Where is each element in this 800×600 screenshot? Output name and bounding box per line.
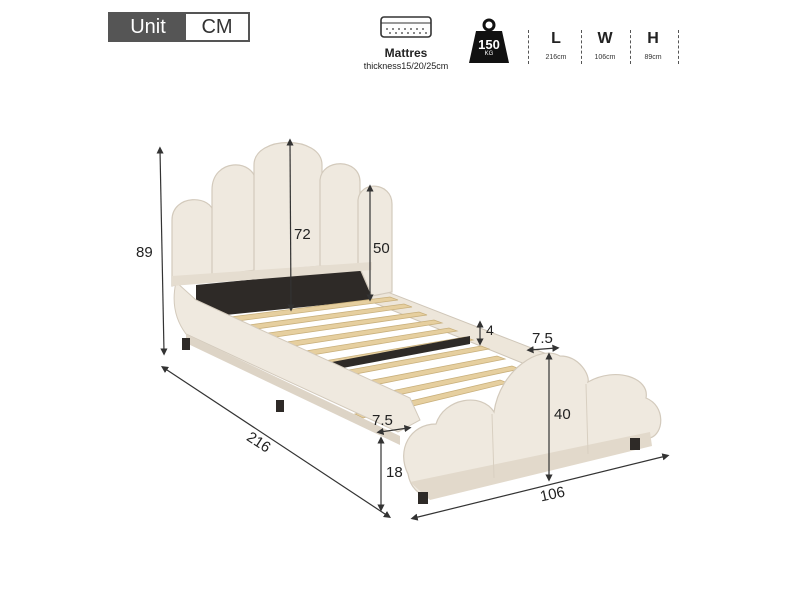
separator bbox=[630, 30, 631, 64]
weight-unit: KG bbox=[484, 51, 494, 57]
dimension-height: H 89cm bbox=[630, 30, 676, 61]
dimension-value: 106cm bbox=[594, 54, 616, 61]
dimension-value: 216cm bbox=[545, 54, 567, 61]
leg-height-label: 18 bbox=[386, 464, 403, 481]
dimension-letter: W bbox=[597, 30, 613, 47]
separator bbox=[678, 30, 679, 64]
dimension-letter: H bbox=[647, 30, 659, 47]
height-dimension-line bbox=[156, 146, 168, 356]
separator bbox=[581, 30, 582, 64]
length-dimension-line bbox=[160, 366, 392, 518]
unit-value: CM bbox=[201, 15, 233, 38]
unit-label: Unit bbox=[110, 14, 186, 40]
mattress-icon bbox=[380, 16, 432, 38]
dimension-width: W 106cm bbox=[582, 30, 628, 61]
slat-thickness-label: 4 bbox=[486, 322, 494, 338]
unit-badge: Unit CM bbox=[108, 12, 250, 42]
headboard-center-height-label: 72 bbox=[294, 226, 311, 243]
footboard-edge-line-top bbox=[526, 344, 560, 354]
headboard-side-height-label: 50 bbox=[373, 240, 390, 257]
mattress-label: Mattres bbox=[384, 46, 428, 60]
dimension-value: 89cm bbox=[644, 54, 662, 61]
separator bbox=[528, 30, 529, 64]
footboard-edge-left-label: 7.5 bbox=[372, 412, 393, 429]
headboard-back-panel bbox=[196, 268, 372, 318]
dimension-letter: L bbox=[551, 30, 561, 47]
mattress-spec: Mattres thickness15/20/25cm bbox=[360, 14, 452, 71]
headboard-height-line bbox=[286, 138, 295, 312]
footboard-edge-top-label: 7.5 bbox=[532, 330, 553, 347]
footboard-height-label: 40 bbox=[554, 406, 571, 423]
total-height-label: 89 bbox=[136, 244, 153, 261]
footboard-edge-line-left bbox=[376, 424, 412, 436]
weight-icon bbox=[469, 18, 509, 63]
mattress-thickness: thickness15/20/25cm bbox=[363, 61, 449, 71]
weight-capacity: 150 KG bbox=[468, 18, 510, 64]
bed-slats bbox=[220, 296, 522, 419]
dimension-length: L 216cm bbox=[533, 30, 579, 61]
weight-value: 150 bbox=[478, 37, 500, 52]
width-dimension-line bbox=[410, 453, 670, 521]
